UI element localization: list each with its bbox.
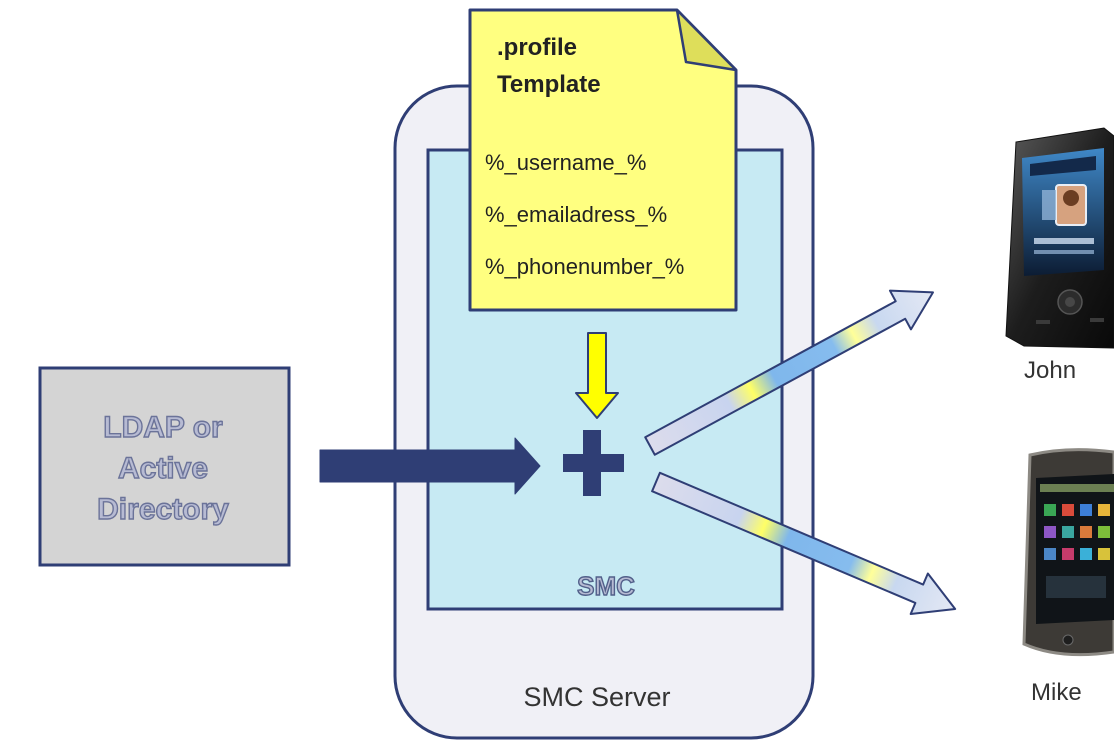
ldap-source-box: LDAP or Active Directory [38, 366, 291, 567]
profile-template-note: .profile Template %_username_% %_emailad… [468, 8, 738, 312]
template-down-arrow [575, 332, 619, 419]
device-name-john: John [1024, 357, 1076, 384]
profile-var-email: %_emailadress_% [485, 202, 667, 227]
ldap-to-smc-arrow [319, 437, 541, 495]
arrow-to-mike-shape [651, 471, 957, 616]
profile-var-phone: %_phonenumber_% [485, 254, 684, 279]
device-name-mike: Mike [1031, 679, 1082, 706]
profile-title-line-1: .profile [497, 34, 577, 61]
mike-screen-app-grid-icon [1044, 504, 1110, 560]
mike-phone-image [1022, 448, 1114, 657]
note-folded-corner [675, 8, 738, 72]
smc-label: SMC [577, 571, 635, 601]
ldap-line-3: Directory [97, 493, 229, 526]
arrow-to-john-shape [644, 289, 934, 456]
smc-server-label: SMC Server [523, 682, 670, 712]
arrow-to-mike [651, 471, 957, 616]
profile-var-username: %_username_% [485, 150, 646, 175]
arrow-to-john [644, 289, 934, 456]
john-phone-image [998, 127, 1114, 349]
profile-title-line-2: Template [497, 71, 601, 98]
ldap-box-frame [38, 366, 291, 567]
merge-plus-icon [563, 430, 624, 496]
ldap-line-2: Active [118, 452, 208, 485]
ldap-line-1: LDAP or [103, 411, 223, 444]
note-body [468, 8, 738, 312]
